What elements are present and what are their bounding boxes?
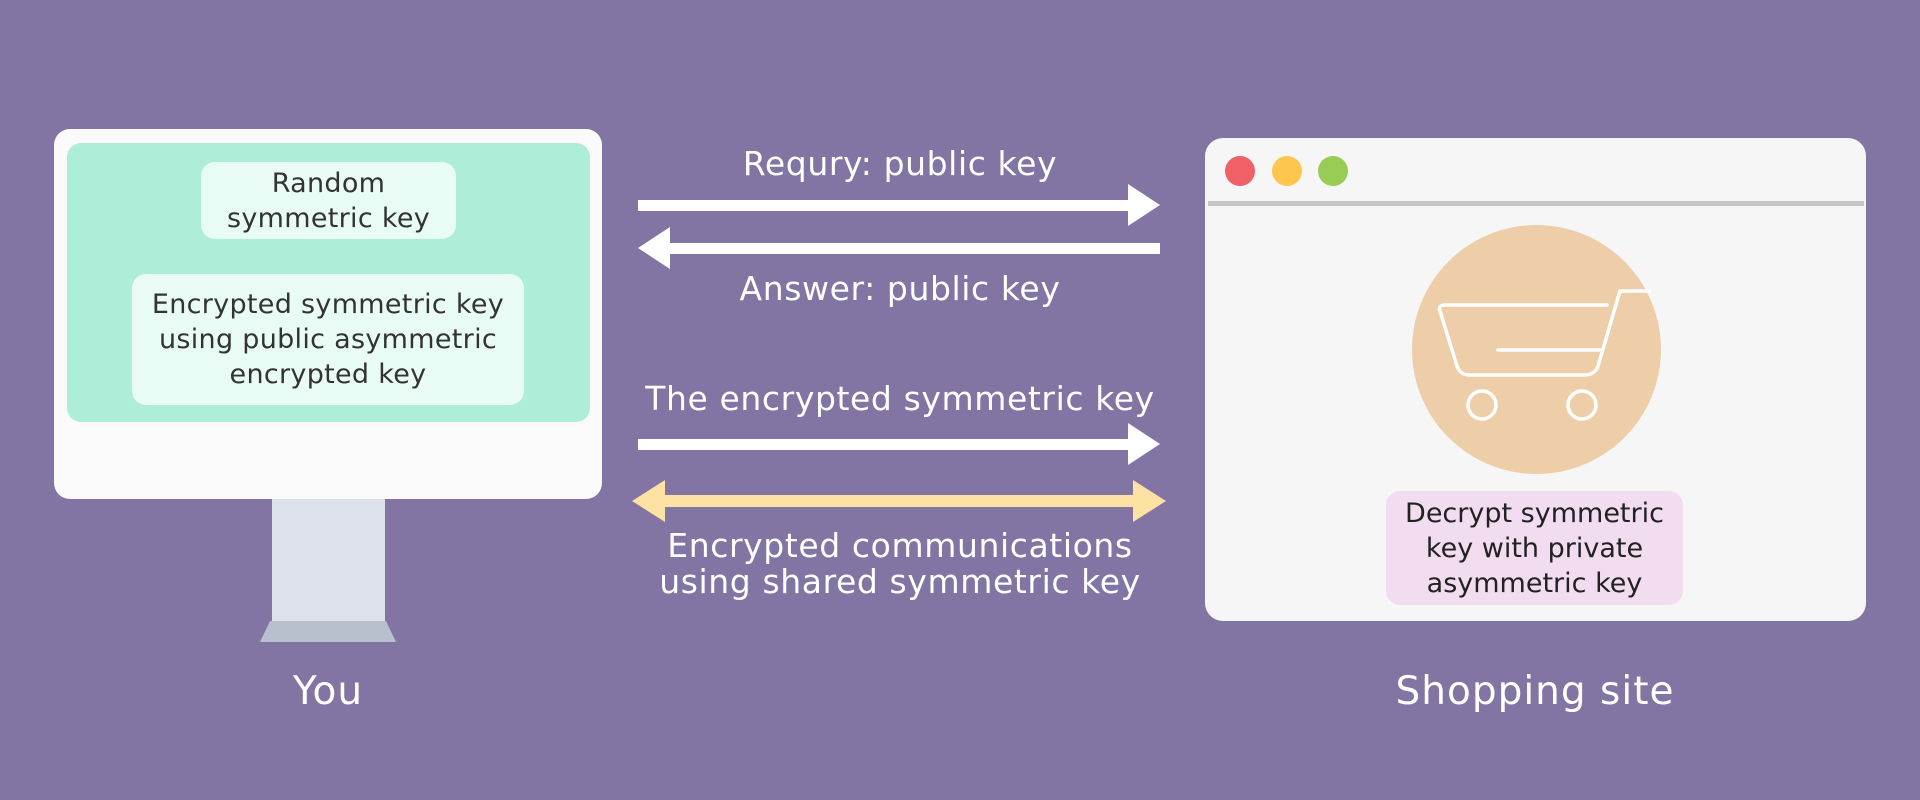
window-maximize-dot <box>1318 156 1348 186</box>
encrypted-symmetric-key-note: Encrypted symmetric key using public asy… <box>132 274 524 405</box>
monitor-stand <box>272 499 385 622</box>
key-exchange-arrows <box>632 184 1166 522</box>
secure-communication-arrow <box>632 480 1166 522</box>
shopping-cart-icon <box>1437 289 1652 421</box>
encrypted-symmetric-key-label: The encrypted symmetric key <box>645 379 1155 418</box>
answer-public-key-label: Answer: public key <box>739 269 1061 308</box>
answer-arrow <box>638 227 1160 269</box>
symmetric-key-arrow <box>638 423 1160 465</box>
window-minimize-dot <box>1272 156 1302 186</box>
decrypt-symmetric-key-note: Decrypt symmetric key with private asymm… <box>1386 491 1683 605</box>
client-caption: You <box>292 669 364 714</box>
random-symmetric-key-note: Random symmetric key <box>201 162 456 239</box>
encrypted-communications-label: Encrypted communications using shared sy… <box>659 526 1141 601</box>
window-close-dot <box>1225 156 1255 186</box>
browser-toolbar-divider <box>1208 201 1864 206</box>
request-public-key-label: Requry: public key <box>742 144 1058 183</box>
monitor-stand-base <box>260 621 396 642</box>
server-caption: Shopping site <box>1395 669 1675 714</box>
request-arrow <box>638 184 1160 226</box>
